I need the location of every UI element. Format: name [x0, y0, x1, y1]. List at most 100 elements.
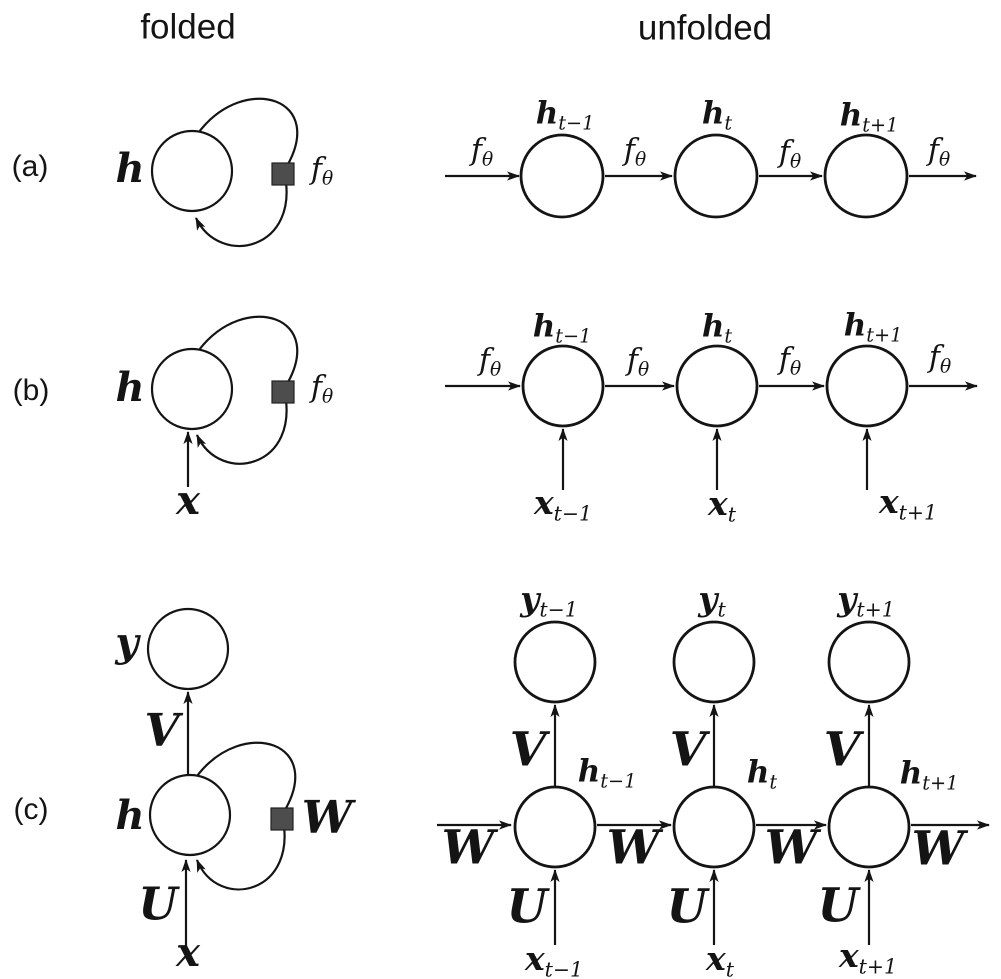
weight-label-U-c3: U — [817, 878, 859, 934]
symbol-sub: t — [724, 324, 733, 348]
symbol-sub: t−1 — [539, 597, 578, 622]
symbol-sub: t−1 — [600, 769, 637, 793]
row-label-b: (b) — [12, 374, 50, 407]
symbol-sub: t — [727, 502, 736, 527]
state-label-h-folded-c: h — [115, 792, 145, 839]
symbol-sub: t+1 — [858, 954, 898, 979]
symbol-main: y — [520, 579, 540, 619]
weight-label-V-c2: V — [669, 722, 707, 778]
node-circle-h-folded-b — [150, 347, 234, 431]
node-label-h-tplus1-c: ht+1 — [900, 758, 959, 793]
symbol-main: x — [878, 482, 899, 522]
node-circle-y-folded-c — [146, 607, 230, 691]
symbol-sub: t — [724, 111, 733, 135]
symbol-main: x — [533, 483, 554, 523]
weight-label-ftheta-folded-a: fθ — [310, 151, 334, 190]
node-label-h-tplus1-a: ht+1 — [840, 100, 899, 135]
symbol-sub: t+1 — [898, 500, 938, 525]
node-circle-h-t-b — [675, 344, 759, 428]
node-circle-h-folded-c — [148, 773, 232, 857]
node-circle-h-t-c — [672, 785, 756, 869]
symbol-sub: θ — [938, 149, 951, 171]
input-label-x-folded-c: x — [176, 929, 200, 976]
weight-label-W-in-c: W — [441, 820, 495, 876]
symbol-main: f — [928, 339, 940, 375]
node-label-h-tplus1-b: ht+1 — [844, 310, 903, 345]
symbol-main: f — [778, 341, 790, 377]
symbol-main: y — [698, 579, 718, 619]
symbol-sub: θ — [789, 151, 802, 173]
weight-label-V-folded-c: V — [144, 703, 180, 757]
edge-label-ftheta-b1: fθ — [478, 342, 501, 380]
symbol-main: y — [837, 579, 857, 619]
output-label-y-tplus1-c: yt+1 — [837, 582, 895, 620]
symbol-sub: t+1 — [856, 597, 895, 622]
output-label-y-tminus1-c: yt−1 — [520, 582, 578, 620]
node-label-h-t-b: ht — [702, 311, 732, 346]
symbol-main: h — [577, 753, 601, 790]
node-label-h-t-c: ht — [747, 757, 777, 792]
symbol-sub: t+1 — [866, 323, 903, 347]
edge-label-ftheta-b3: fθ — [778, 341, 802, 380]
symbol-sub: θ — [637, 359, 650, 381]
node-label-h-tminus1-c: ht−1 — [578, 756, 637, 791]
weight-label-ftheta-folded-b: fθ — [310, 369, 333, 407]
symbol-main: x — [706, 939, 726, 979]
symbol-main: h — [535, 95, 559, 132]
symbol-sub: θ — [634, 149, 647, 171]
edge-label-ftheta-b4: fθ — [928, 339, 951, 377]
node-circle-h-t-a — [673, 133, 759, 219]
symbol-main: h — [899, 755, 923, 792]
input-label-x-tplus1-c: xt+1 — [839, 939, 897, 977]
symbol-main: f — [478, 342, 490, 378]
weight-label-W-c1to2: W — [606, 820, 660, 876]
output-label-y-folded-c: y — [115, 619, 139, 666]
symbol-main: x — [708, 484, 728, 524]
weight-label-U-c2: U — [666, 879, 708, 935]
symbol-main: f — [310, 369, 322, 405]
weight-square-a — [271, 162, 295, 186]
symbol-main: f — [778, 134, 790, 170]
symbol-main: h — [532, 308, 556, 345]
node-circle-h-tplus1-a — [823, 133, 909, 219]
weight-square-c — [270, 807, 294, 831]
symbol-main: f — [927, 132, 939, 168]
node-label-h-tminus1-a: ht−1 — [536, 98, 595, 133]
symbol-sub: t — [717, 597, 726, 622]
edge-label-ftheta-a3: fθ — [778, 134, 802, 173]
symbol-sub: θ — [789, 358, 802, 380]
weight-label-V-c3: V — [823, 722, 861, 778]
weight-label-U-c1: U — [506, 879, 548, 935]
output-label-y-t-c: yt — [698, 582, 725, 620]
input-label-x-t-c: xt — [706, 942, 734, 979]
input-label-x-tminus1-b: xt−1 — [534, 486, 592, 524]
symbol-sub: θ — [481, 149, 494, 171]
symbol-main: h — [746, 754, 770, 791]
edge-label-ftheta-a4: fθ — [927, 132, 951, 171]
symbol-sub: t−1 — [544, 957, 584, 979]
symbol-main: x — [524, 939, 545, 979]
node-circle-h-tminus1-b — [521, 344, 605, 428]
node-circle-h-tminus1-c — [513, 785, 597, 869]
header-unfolded: unfolded — [637, 8, 773, 48]
row-label-c: (c) — [13, 793, 49, 826]
symbol-main: h — [701, 95, 725, 132]
state-label-h-folded-a: h — [115, 145, 145, 192]
weight-square-b — [271, 380, 295, 404]
symbol-sub: t — [725, 957, 734, 979]
header-folded: folded — [140, 7, 236, 47]
symbol-main: f — [310, 151, 322, 187]
node-circle-y-t-c — [672, 620, 756, 704]
symbol-sub: θ — [321, 168, 334, 190]
symbol-main: f — [626, 342, 638, 378]
input-label-x-tminus1-c: xt−1 — [525, 942, 583, 979]
state-label-h-folded-b: h — [115, 364, 145, 411]
edge-label-ftheta-a2: fθ — [623, 132, 647, 171]
edge-label-ftheta-a1: fθ — [471, 135, 494, 171]
symbol-main: f — [623, 132, 635, 168]
symbol-main: x — [838, 936, 859, 976]
edge-label-ftheta-b2: fθ — [626, 342, 650, 381]
symbol-sub: t−1 — [558, 111, 595, 135]
